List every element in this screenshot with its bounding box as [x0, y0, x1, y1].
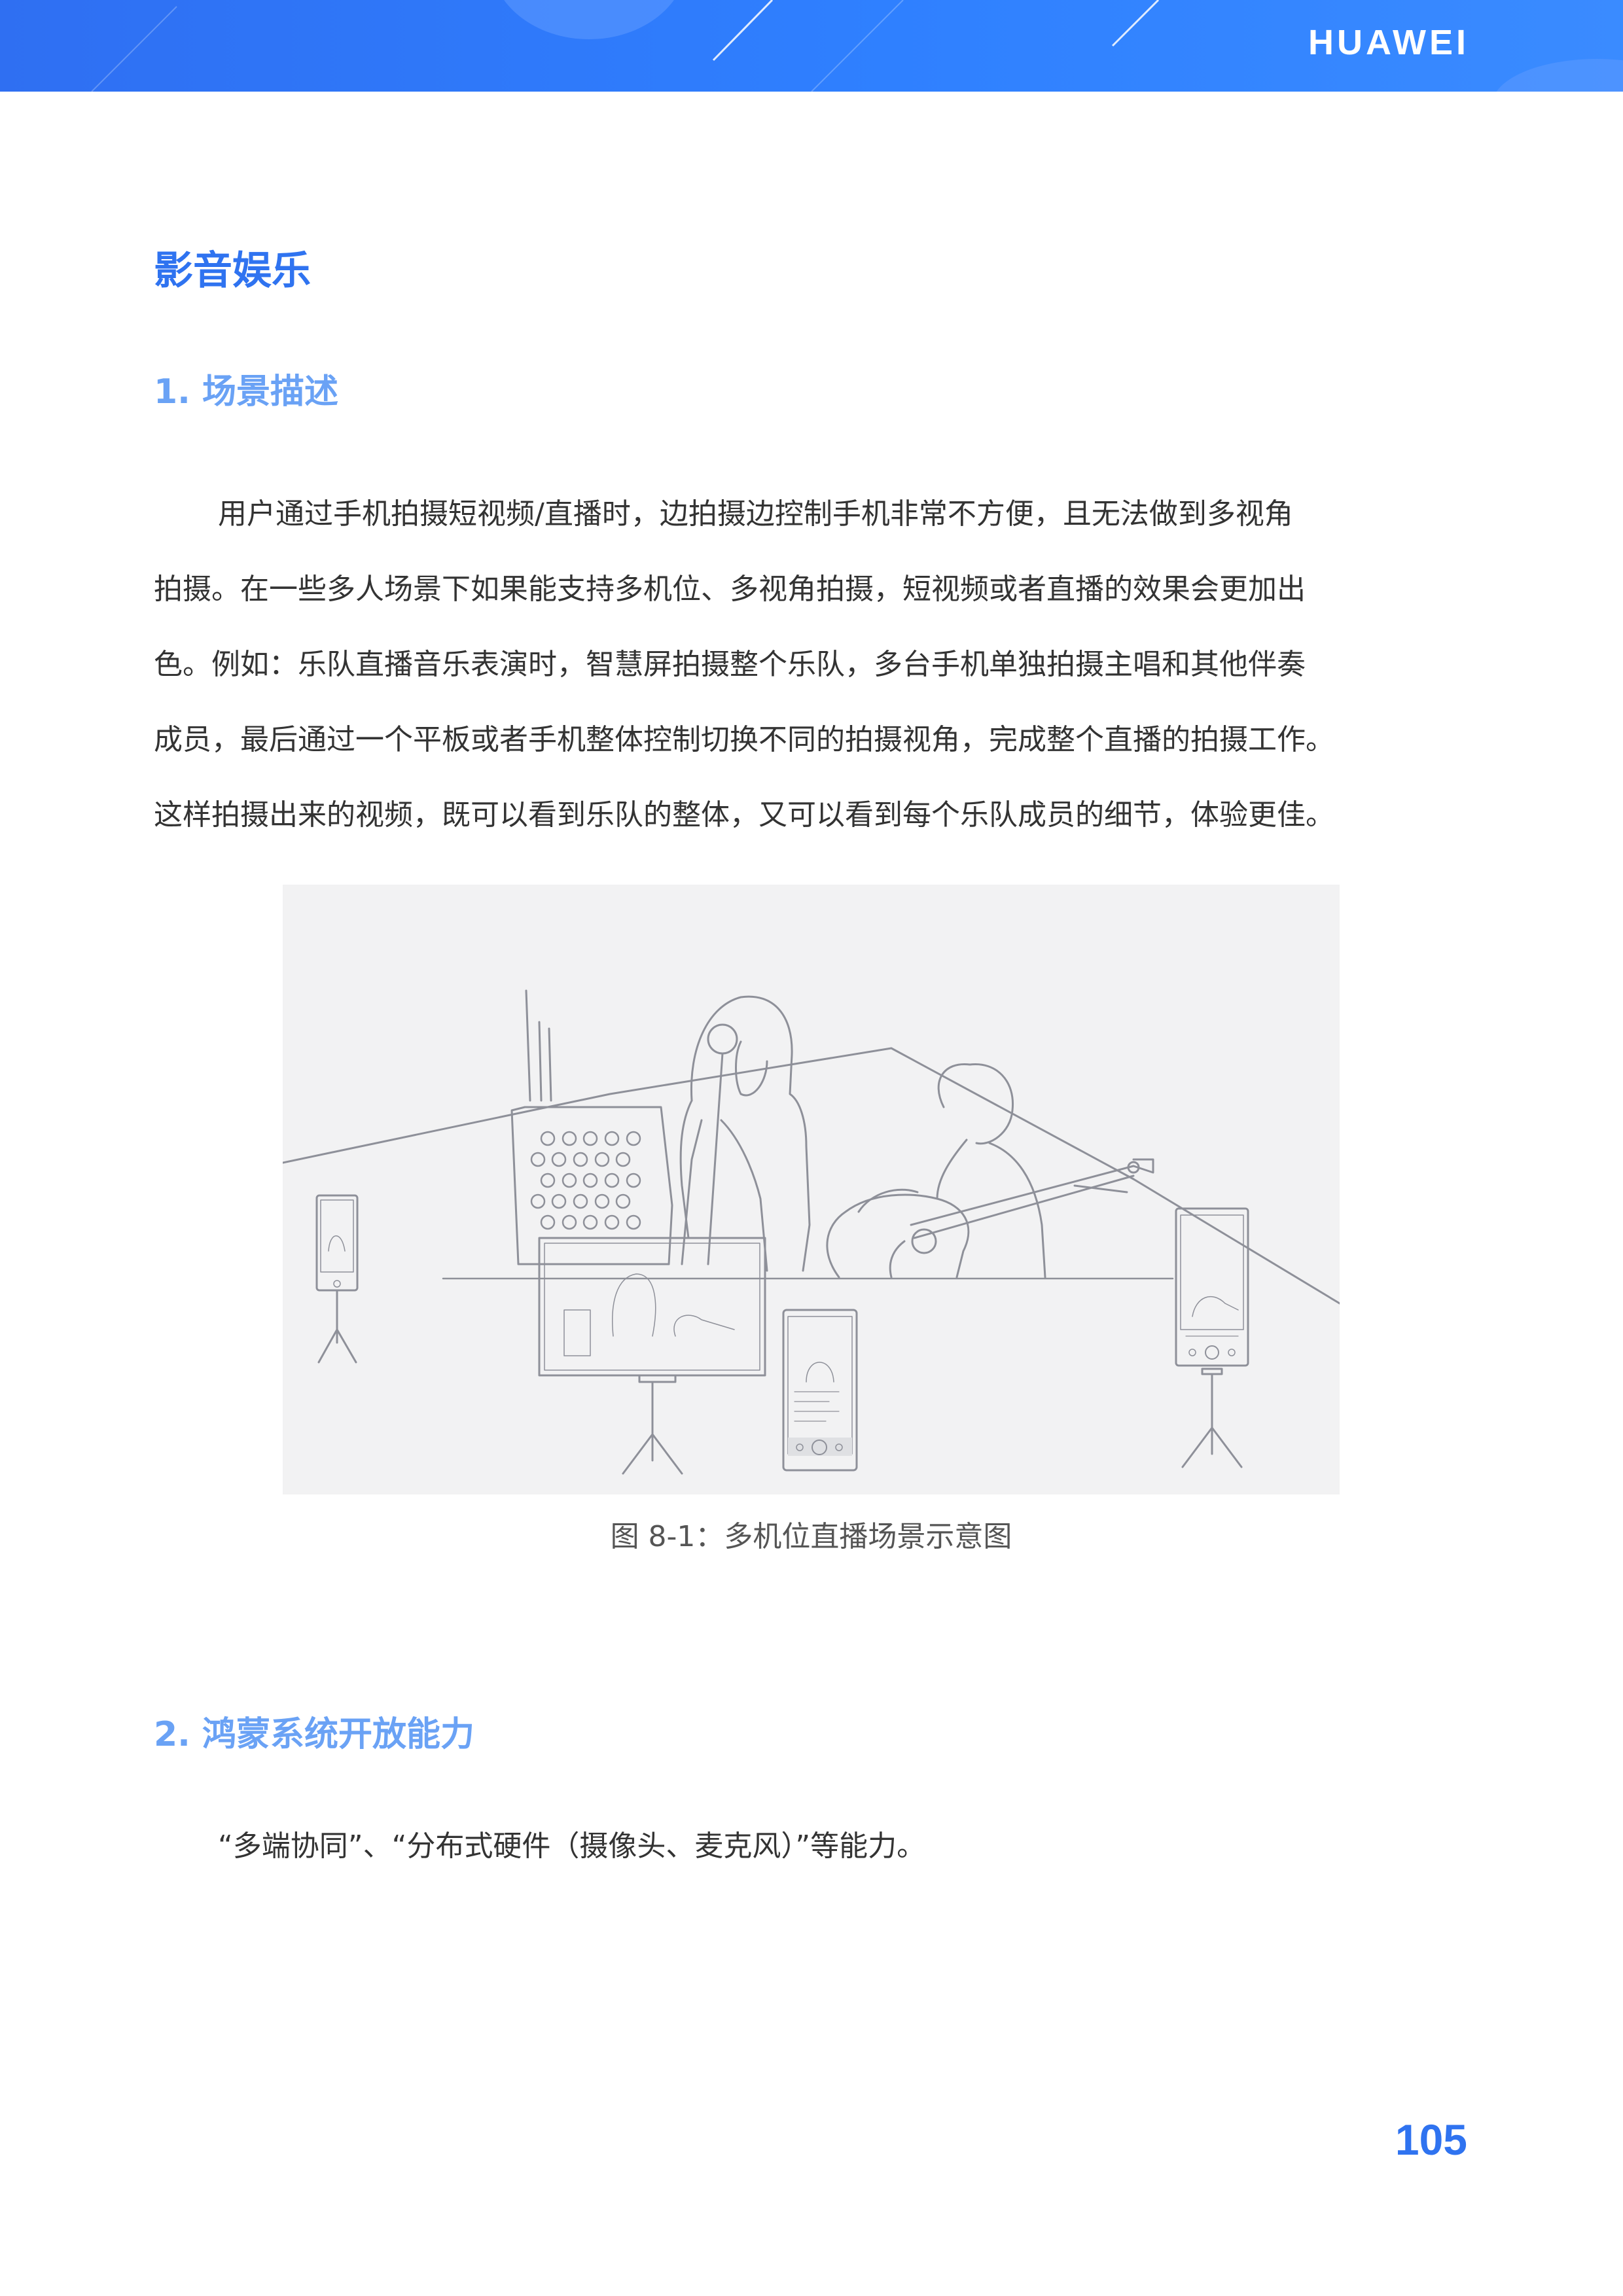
section-title: 影音娱乐 — [154, 248, 311, 294]
scenario-paragraph: 用户通过手机拍摄短视频/直播时，边拍摄边控制手机非常不方便，且无法做到多视角 拍… — [154, 476, 1469, 853]
heading-scenario: 1. 场景描述 — [154, 372, 339, 412]
header-banner: HUAWEI — [0, 0, 1623, 92]
smart-screen-on-tripod-icon — [538, 1237, 766, 1475]
figure-caption: 图 8-1：多机位直播场景示意图 — [610, 1520, 1012, 1553]
singer-figure-icon — [679, 995, 811, 1272]
brand-logo-text: HUAWEI — [1308, 23, 1469, 62]
figure-multi-camera-illustration — [281, 885, 1341, 1494]
band-illustration — [281, 989, 1341, 1475]
capabilities-paragraph: “多端协同”、“分布式硬件（摄像头、麦克风）”等能力。 — [218, 1829, 926, 1863]
paragraph-line: 拍摄。在一些多人场景下如果能支持多机位、多视角拍摄，短视频或者直播的效果会更加出 — [154, 573, 1306, 606]
paragraph-line: 成员，最后通过一个平板或者手机整体控制切换不同的拍摄视角，完成整个直播的拍摄工作… — [154, 723, 1334, 756]
heading-open-capabilities: 2. 鸿蒙系统开放能力 — [154, 1715, 475, 1754]
guitarist-figure-icon — [826, 1063, 1154, 1279]
header-decoration — [91, 0, 1623, 92]
phone-on-tripod-right-icon — [1175, 1207, 1249, 1468]
paragraph-line: 这样拍摄出来的视频，既可以看到乐队的整体，又可以看到每个乐队成员的细节，体验更佳… — [154, 798, 1334, 832]
paragraph-line: 用户通过手机拍摄短视频/直播时，边拍摄边控制手机非常不方便，且无法做到多视角 — [218, 497, 1293, 531]
phone-on-tripod-left-icon — [315, 1194, 359, 1364]
amplifier-icon — [510, 989, 673, 1265]
paragraph-line: 色。例如：乐队直播音乐表演时，智慧屏拍摄整个乐队，多台手机单独拍摄主唱和其他伴奏 — [154, 648, 1306, 681]
controller-phone-icon — [782, 1309, 858, 1472]
page-number: 105 — [1395, 2115, 1467, 2164]
